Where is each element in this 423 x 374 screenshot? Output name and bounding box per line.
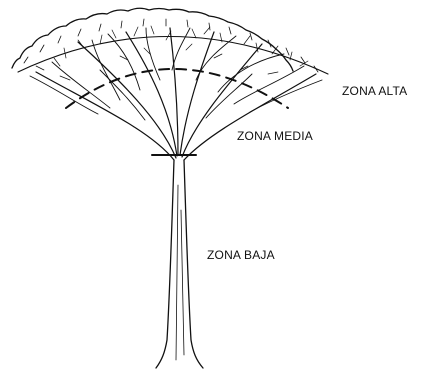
secondary-branches <box>30 28 322 120</box>
zona-media-label: ZONA MEDIA <box>237 129 313 143</box>
trunk-left-outline <box>156 160 174 368</box>
trunk-bark-lines <box>176 185 184 360</box>
fine-twigs <box>36 26 308 80</box>
canopy-scallop-ticks <box>24 19 318 72</box>
zona-alta-label: ZONA ALTA <box>342 84 407 98</box>
zona-baja-label: ZONA BAJA <box>207 248 275 262</box>
trunk-right-outline <box>184 160 203 368</box>
